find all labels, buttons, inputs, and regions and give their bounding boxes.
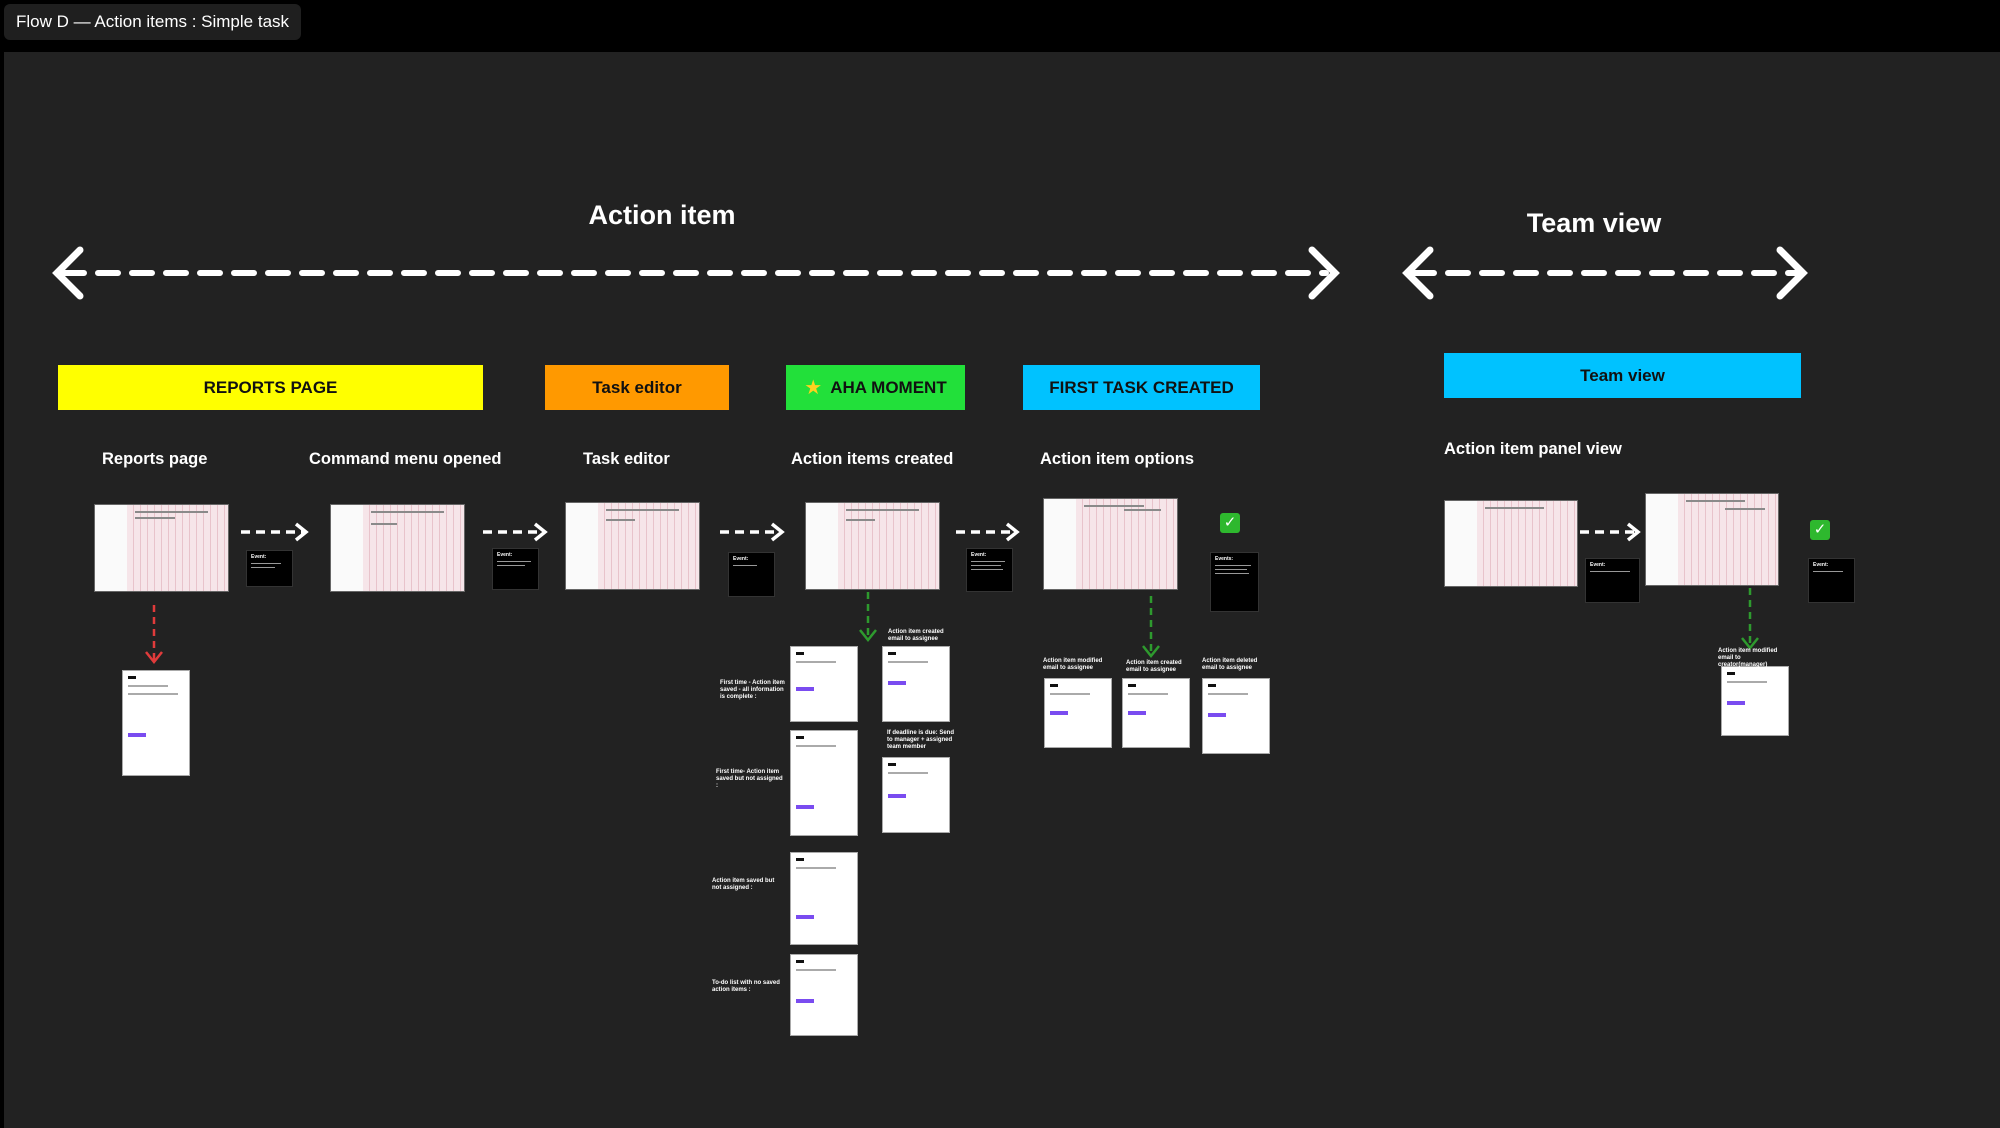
step-label-task-editor: Task editor [583, 450, 670, 468]
note-deleted-email: Action item deleted email to assignee [1202, 658, 1258, 672]
screen-action-items-created[interactable] [805, 502, 940, 590]
email-modified[interactable] [1044, 678, 1112, 748]
note-modified-email: Action item modified email to assignee [1043, 658, 1103, 672]
screen-panel-view-open[interactable] [1645, 493, 1779, 586]
email-todo-no-saved[interactable] [790, 954, 858, 1036]
screen-task-editor[interactable] [565, 502, 700, 590]
red-connector [145, 605, 163, 665]
team-view-double-arrow [1402, 246, 1808, 300]
screen-action-item-options[interactable] [1043, 498, 1178, 590]
event-label: Events: [1215, 556, 1234, 562]
step-label-panel-view: Action item panel view [1444, 440, 1622, 458]
email-first-time-complete[interactable] [790, 646, 858, 722]
email-modified-creator[interactable] [1721, 666, 1789, 736]
banner-label: REPORTS PAGE [203, 377, 338, 397]
banner-label: Team view [1580, 365, 1665, 385]
checkmark-icon: ✓ [1810, 520, 1830, 540]
email-deleted[interactable] [1202, 678, 1270, 754]
event-label: Event: [1813, 562, 1829, 568]
note-saved-not-assigned: Action item saved but not assigned : [712, 878, 775, 892]
step-label-action-item-options: Action item options [1040, 450, 1194, 468]
banner-first-task-created[interactable]: FIRST TASK CREATED [1023, 365, 1260, 410]
event-label: Event: [497, 552, 513, 558]
note-deadline-due: If deadline is due: Send to manager + as… [887, 730, 955, 751]
banner-label: FIRST TASK CREATED [1049, 377, 1234, 397]
checkmark-icon: ✓ [1220, 513, 1240, 533]
banner-label: Task editor [592, 377, 682, 397]
section-title-team-view: Team view [1526, 208, 1662, 238]
email-reports[interactable] [122, 670, 190, 776]
email-saved-not-assigned[interactable] [790, 852, 858, 945]
event-box[interactable]: Event: [492, 548, 539, 590]
event-box[interactable]: Event: [728, 552, 775, 597]
banner-team-view[interactable]: Team view [1444, 353, 1801, 398]
banner-reports-page[interactable]: REPORTS PAGE [58, 365, 483, 410]
event-box[interactable]: Event: [246, 550, 293, 587]
screen-panel-view[interactable] [1444, 500, 1578, 587]
screen-command-menu[interactable] [330, 504, 465, 592]
event-label: Event: [971, 552, 987, 558]
note-first-time-not-assigned: First time- Action item saved but not as… [716, 769, 783, 790]
event-label: Event: [1590, 562, 1606, 568]
note-todo-no-saved: To-do list with no saved action items : [712, 980, 780, 994]
screen-reports-page[interactable] [94, 504, 229, 592]
step-label-reports-page: Reports page [102, 450, 208, 468]
event-label: Event: [251, 554, 267, 560]
star-icon: ★ [804, 377, 823, 399]
green-connectors [859, 588, 1759, 659]
event-label: Event: [733, 556, 749, 562]
event-box[interactable]: Event: [966, 548, 1013, 592]
frame-title[interactable]: Flow D — Action items : Simple task [4, 4, 302, 40]
event-box[interactable]: Events: [1210, 552, 1259, 612]
note-modified-email-creator: Action item modified email to creator(ma… [1718, 648, 1778, 669]
banner-aha-moment[interactable]: ★ AHA MOMENT [786, 365, 965, 410]
flow-arrows [241, 522, 1641, 542]
event-box[interactable]: Event: [1585, 558, 1640, 603]
email-created[interactable] [1122, 678, 1190, 748]
email-deadline-due[interactable] [882, 757, 950, 833]
step-label-command-menu: Command menu opened [309, 450, 502, 468]
section-title-action-item: Action item [588, 200, 736, 230]
event-box[interactable]: Event: [1808, 558, 1855, 603]
step-label-action-items-created: Action items created [791, 450, 954, 468]
action-item-double-arrow [52, 246, 1340, 300]
note-action-created-email: Action item created email to assignee [888, 629, 944, 643]
banner-task-editor[interactable]: Task editor [545, 365, 729, 410]
note-first-time-complete: First time - Action item saved - all inf… [720, 680, 785, 701]
banner-label: AHA MOMENT [830, 377, 947, 397]
note-created-email: Action item created email to assignee [1126, 660, 1182, 674]
email-first-time-not-assigned[interactable] [790, 730, 858, 836]
email-action-created[interactable] [882, 646, 950, 722]
